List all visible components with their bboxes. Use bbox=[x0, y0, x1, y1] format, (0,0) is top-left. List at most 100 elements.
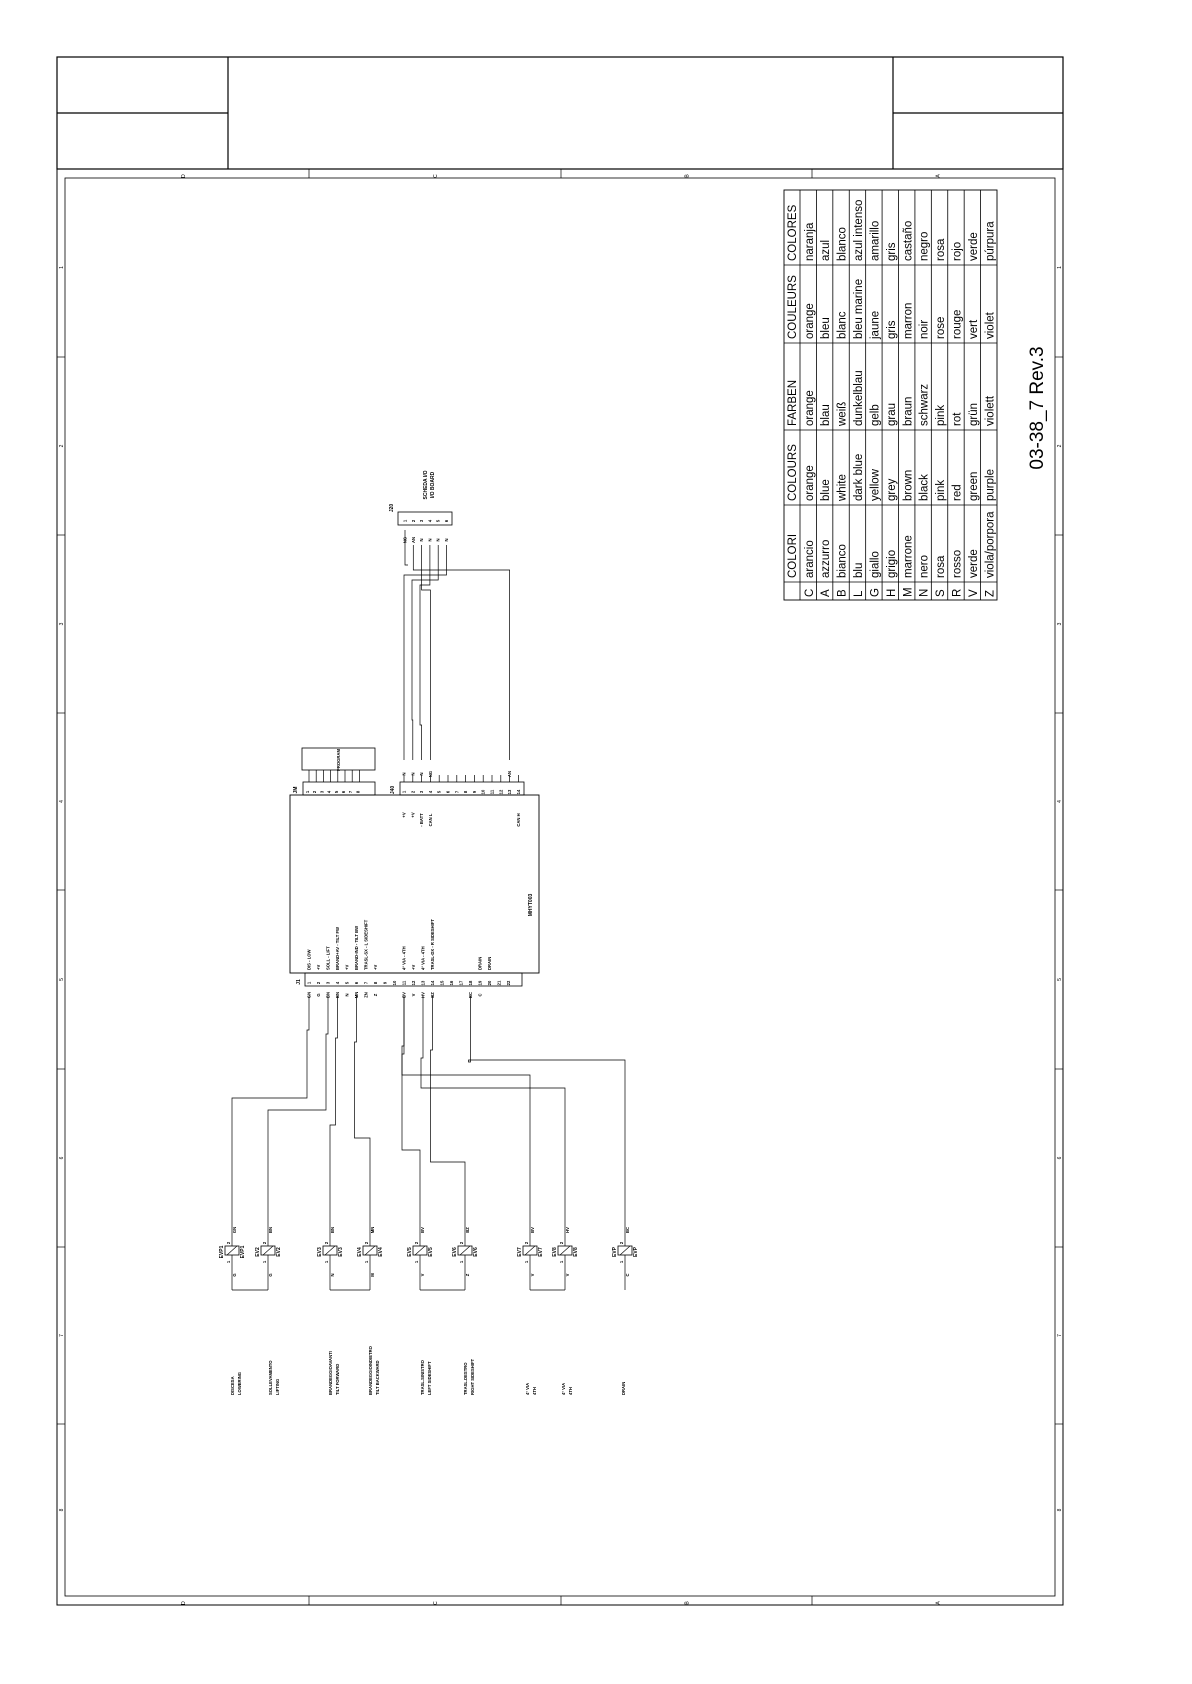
color-name: rot bbox=[952, 412, 964, 426]
j1-pin-number: 3 bbox=[326, 981, 331, 984]
zone-letter: A bbox=[936, 1601, 942, 1605]
color-name: gelb bbox=[869, 404, 881, 426]
valve-id: EVP bbox=[612, 1246, 618, 1257]
color-name: naranja bbox=[804, 222, 816, 261]
valve-wire-bottom: M bbox=[370, 1273, 375, 1277]
j1-pin-number: 16 bbox=[449, 980, 454, 985]
function-label: BRANDEGGIOINDIETRO bbox=[368, 1345, 373, 1395]
zone-number: 3 bbox=[1057, 622, 1063, 625]
program-box-label: PROGRAM bbox=[336, 749, 341, 771]
j1-pin-number: 9 bbox=[383, 981, 388, 984]
j1-pin-number: 1 bbox=[307, 981, 312, 984]
color-name: grigio bbox=[886, 550, 898, 578]
j20-connector bbox=[397, 511, 453, 526]
color-name: marrone bbox=[902, 535, 914, 578]
j1-wire-code: MN bbox=[354, 992, 359, 999]
j1-signal: DIS - LOW bbox=[307, 949, 312, 970]
valve-coil-mark bbox=[524, 1245, 536, 1256]
j40-pin-number: 12 bbox=[498, 789, 503, 794]
valve-pin: 2 bbox=[262, 1241, 267, 1244]
valve-wire-top: BN bbox=[268, 1227, 273, 1233]
valve-coil-mark bbox=[324, 1245, 336, 1256]
program-box bbox=[301, 747, 376, 771]
j40-signal: CAN H bbox=[516, 813, 521, 826]
jm-pin-number: 6 bbox=[341, 790, 346, 793]
valve-pin: 2 bbox=[559, 1241, 564, 1244]
valve-id: EV3 bbox=[317, 1247, 323, 1257]
wire-j1-to-valve bbox=[401, 996, 531, 1232]
color-name: vert bbox=[968, 319, 980, 339]
wire-j1-to-valve bbox=[354, 996, 371, 1232]
zone-number: 4 bbox=[1057, 800, 1063, 803]
j1-wire-code: Z bbox=[373, 993, 378, 996]
function-label: LOWERING bbox=[237, 1372, 242, 1395]
color-table-frame bbox=[783, 189, 998, 601]
color-name: pink bbox=[935, 405, 947, 426]
j40-pin-number: 4 bbox=[428, 790, 433, 793]
color-code: N bbox=[919, 589, 931, 597]
function-label: BRANDEGGIOAVANTI bbox=[328, 1351, 333, 1395]
j1-pin-number: 17 bbox=[459, 980, 464, 985]
j20-pin-number: 2 bbox=[411, 519, 416, 522]
io-board-label: SCHEDA I/O bbox=[423, 470, 429, 499]
j20-wire-code: AN bbox=[411, 537, 416, 543]
j1-signal: 4° VIA - 4TH bbox=[421, 946, 426, 970]
valve-pin: 1 bbox=[226, 1260, 231, 1263]
j1-signal: +V bbox=[411, 965, 416, 970]
valve-wire-bottom: Z bbox=[465, 1273, 470, 1276]
zone-number: 6 bbox=[1057, 1156, 1063, 1159]
valve-id: EVP bbox=[633, 1246, 639, 1257]
zone-letter: C bbox=[433, 1601, 439, 1605]
zone-number: 1 bbox=[1057, 266, 1063, 269]
zone-letter: D bbox=[181, 174, 187, 178]
j40-pin-number: 9 bbox=[472, 790, 477, 793]
valve-wire-top: BN bbox=[330, 1227, 335, 1233]
j1-wire-code: BV bbox=[402, 992, 407, 998]
valve-wire-top: BV bbox=[530, 1227, 535, 1233]
color-code: H bbox=[886, 589, 898, 597]
valve-wire-bottom: V bbox=[530, 1273, 535, 1276]
zone-number: 5 bbox=[1057, 978, 1063, 981]
color-name: schwarz bbox=[919, 384, 931, 426]
color-code: S bbox=[935, 589, 947, 597]
jm-pin-number: 7 bbox=[348, 790, 353, 793]
wire-j1-to-valve bbox=[329, 996, 338, 1232]
function-label: TRASL.DESTRO bbox=[463, 1362, 468, 1395]
color-name: rosa bbox=[935, 555, 947, 578]
j1-signal: 4° VIA - 4TH bbox=[402, 946, 407, 970]
valve-coil-mark bbox=[414, 1245, 426, 1256]
j40-signal: CAN L bbox=[428, 813, 433, 826]
color-name: bleu marine bbox=[853, 279, 865, 339]
color-name: gris bbox=[886, 242, 898, 261]
j20-wire-code: N bbox=[444, 538, 449, 541]
color-name: nero bbox=[919, 555, 931, 578]
valve-id: EV7 bbox=[538, 1247, 544, 1257]
valve-pin: 2 bbox=[364, 1241, 369, 1244]
color-name: castaño bbox=[902, 221, 914, 261]
valve-id: EV5 bbox=[407, 1247, 413, 1257]
j1-pin-number: 14 bbox=[430, 980, 435, 985]
valve-pin: 2 bbox=[524, 1241, 529, 1244]
color-name: azzurro bbox=[820, 540, 832, 578]
valve-wire-bottom: G bbox=[268, 1273, 273, 1276]
valve-wire-top: BC bbox=[625, 1227, 630, 1233]
j40-connector-label: J40 bbox=[390, 786, 396, 795]
j1-wire-code: V bbox=[411, 993, 416, 996]
j20-wire-code: N bbox=[436, 538, 441, 541]
j40-pin-number: 7 bbox=[454, 790, 459, 793]
color-name: white bbox=[837, 474, 849, 502]
color-name: verde bbox=[968, 232, 980, 261]
valve-wire-top: MN bbox=[370, 1227, 375, 1234]
color-name: orange bbox=[804, 303, 816, 339]
j1-pin-number: 5 bbox=[345, 981, 350, 984]
valve-wire-top: BZ bbox=[465, 1227, 470, 1233]
function-label: DISCESA bbox=[230, 1376, 235, 1395]
valve-pin: 2 bbox=[414, 1241, 419, 1244]
j40-signal: +V bbox=[410, 812, 415, 817]
color-name: rosso bbox=[952, 550, 964, 578]
valve-pin: 2 bbox=[459, 1241, 464, 1244]
